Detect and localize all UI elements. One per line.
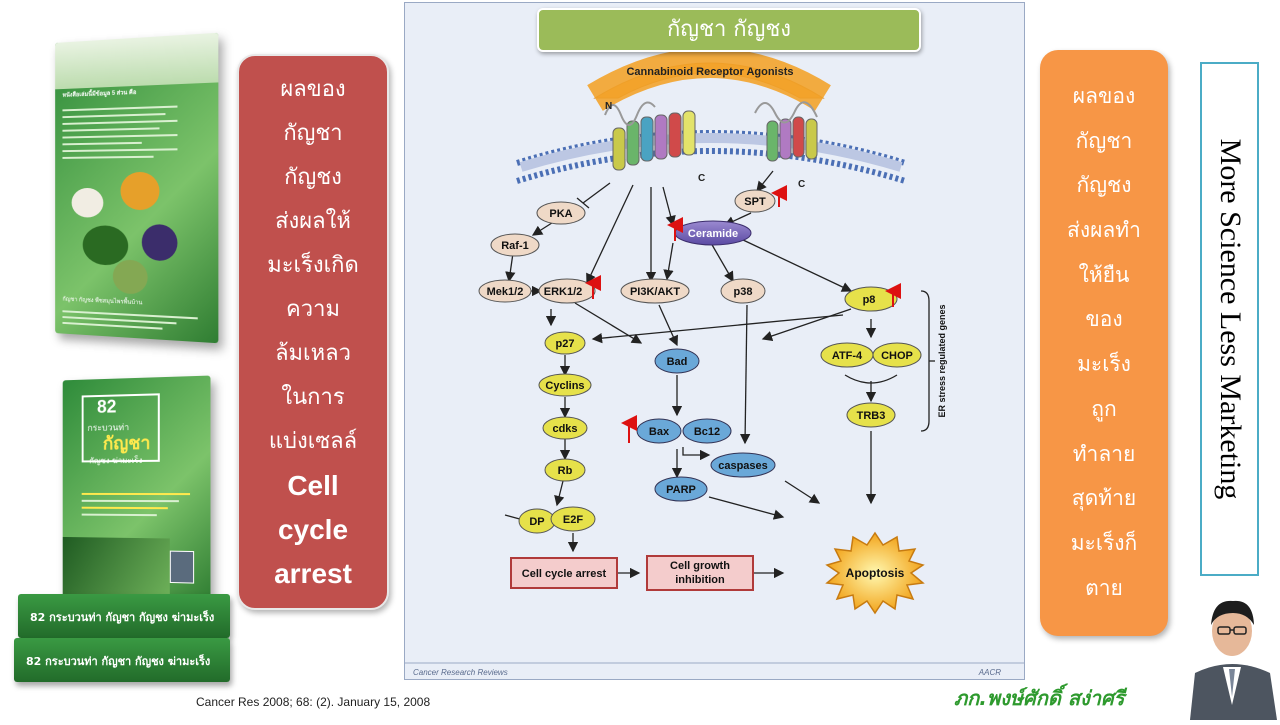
cdks-label: cdks — [552, 423, 577, 435]
right-panel-line: ทำลาย — [1040, 432, 1168, 477]
pathway-svg: Cannabinoid Receptor Agonists N C — [405, 3, 1024, 679]
dp-label: DP — [529, 516, 544, 528]
er-stress-label: ER stress regulated genes — [937, 304, 947, 417]
agonists-arch: Cannabinoid Receptor Agonists — [595, 63, 823, 98]
raf1-label: Raf-1 — [501, 240, 529, 252]
pka-label: PKA — [549, 208, 572, 220]
right-panel-line: ให้ยืน — [1040, 253, 1168, 298]
rb-label: Rb — [558, 465, 573, 477]
pathway-diagram: Cannabinoid Receptor Agonists N C — [404, 2, 1025, 680]
cell-membrane — [517, 133, 905, 181]
right-panel-line: กัญชา — [1040, 119, 1168, 164]
p27-label: p27 — [556, 338, 575, 350]
receptor-cb2 — [755, 102, 817, 161]
atf4-label: ATF-4 — [832, 350, 863, 362]
right-panel-line: สุดท้าย — [1040, 476, 1168, 521]
left-panel-line: แบ่งเซลล์ — [269, 420, 357, 464]
left-panel-en-line: arrest — [274, 552, 352, 596]
cell-growth-label-1: Cell growth — [670, 560, 730, 572]
book-title: กัญชา — [103, 428, 151, 458]
book-stack: 82 กระบวนท่า กัญชา กัญชง ฆ่ามะเร็ง 82 กร… — [14, 372, 236, 692]
bad-label: Bad — [667, 356, 688, 368]
right-panel-line: มะเร็ง — [1040, 342, 1168, 387]
left-panel-line: ล้มเหลว — [275, 332, 351, 376]
parp-label: PARP — [666, 484, 696, 496]
receptor-cb1 — [605, 103, 695, 171]
p38-label: p38 — [734, 286, 753, 298]
chop-label: CHOP — [881, 350, 913, 362]
book-cover-top-body-lines — [62, 306, 197, 335]
herb-photo — [113, 259, 148, 294]
berries-photo — [142, 224, 178, 261]
author-thumbnail — [170, 551, 194, 584]
left-panel-line: กัญชา — [283, 112, 342, 156]
author-name: ภก.พงษ์ศักดิ์ สง่าศรี — [954, 682, 1124, 714]
caspases-label: caspases — [718, 460, 768, 472]
book-spine-2-label: 82 กระบวนท่า กัญชา กัญชง ฆ่ามะเร็ง — [26, 652, 210, 670]
right-panel-line: ส่งผลทำ — [1040, 208, 1168, 253]
ceramide-label: Ceramide — [688, 228, 738, 240]
er-stress-bracket: ER stress regulated genes — [921, 291, 947, 431]
right-panel-line: มะเร็งก็ — [1040, 521, 1168, 566]
cell-growth-label-2: inhibition — [675, 574, 725, 586]
book-cover-top-face: หนังสือเล่มนี้มีข้อมูล 5 ส่วน คือ กัญชา … — [55, 33, 218, 344]
left-panel-en-line: Cell — [287, 464, 338, 508]
diagram-footer-right: AACR — [978, 668, 1001, 677]
erk-label: ERK1/2 — [544, 286, 583, 298]
slogan-box: More Science Less Marketing — [1200, 62, 1259, 576]
c-terminal-label-2: C — [798, 179, 805, 190]
bc12-label: Bc12 — [694, 426, 720, 438]
left-panel-line: ผลของ — [280, 68, 345, 112]
slide-title: กัญชา กัญชง — [537, 8, 921, 52]
c-terminal-label-1: C — [698, 173, 705, 184]
p8-label: p8 — [863, 294, 876, 306]
book-spine-1-label: 82 กระบวนท่า กัญชา กัญชง ฆ่ามะเร็ง — [30, 608, 214, 626]
mushroom-photo — [72, 188, 104, 218]
book-cover-bottom-face: 82 กระบวนท่า กัญชา กัญชง ฆ่ามะเร็ง — [63, 376, 211, 603]
right-panel-line: ตาย — [1040, 566, 1168, 611]
author-photo — [1185, 585, 1280, 720]
book-leaf-art — [63, 537, 170, 601]
left-effect-panel: ผลของ กัญชา กัญชง ส่งผลให้ มะเร็งเกิด คว… — [237, 54, 389, 610]
left-panel-line: ในการ — [281, 376, 344, 420]
left-panel-line: ความ — [286, 288, 340, 332]
left-panel-line: กัญชง — [284, 156, 342, 200]
book-cover-top: หนังสือเล่มนี้มีข้อมูล 5 ส่วน คือ กัญชา … — [28, 22, 226, 352]
book-spine-2: 82 กระบวนท่า กัญชา กัญชง ฆ่ามะเร็ง — [14, 638, 230, 682]
book-cover-top-band — [55, 33, 218, 90]
left-panel-line: มะเร็งเกิด — [267, 244, 359, 288]
right-panel-line: ถูก — [1040, 387, 1168, 432]
book-number: 82 — [97, 397, 116, 418]
right-panel-line: ผลของ — [1040, 74, 1168, 119]
right-panel-line: กัญชง — [1040, 163, 1168, 208]
diagram-footer-left: Cancer Research Reviews — [413, 668, 508, 677]
n-terminal-label: N — [605, 101, 612, 112]
spt-label: SPT — [744, 196, 766, 208]
e2f-label: E2F — [563, 514, 583, 526]
cyclins-label: Cyclins — [545, 380, 584, 392]
book-spine-1: 82 กระบวนท่า กัญชา กัญชง ฆ่ามะเร็ง — [18, 594, 230, 638]
book-cover-top-heading: หนังสือเล่มนี้มีข้อมูล 5 ส่วน คือ — [62, 90, 136, 100]
bax-label: Bax — [649, 426, 670, 438]
trb3-label: TRB3 — [857, 410, 886, 422]
book-cover-bottom-lines — [82, 488, 190, 522]
right-effect-panel: ผลของ กัญชา กัญชง ส่งผลทำ ให้ยืน ของ มะเ… — [1040, 50, 1168, 636]
turmeric-photo — [120, 172, 159, 210]
cell-cycle-arrest-label: Cell cycle arrest — [522, 568, 607, 580]
citation-text: Cancer Res 2008; 68: (2). January 15, 20… — [196, 695, 430, 709]
book-tagline: กัญชง ฆ่ามะเร็ง — [89, 454, 142, 467]
pi3k-label: PI3K/AKT — [630, 286, 680, 298]
agonists-label: Cannabinoid Receptor Agonists — [626, 66, 793, 78]
apoptosis-label: Apoptosis — [846, 566, 905, 580]
left-panel-en-line: cycle — [278, 508, 348, 552]
slogan-text: More Science Less Marketing — [1213, 139, 1247, 500]
mek-label: Mek1/2 — [487, 286, 524, 298]
left-panel-line: ส่งผลให้ — [275, 200, 351, 244]
right-panel-line: ของ — [1040, 297, 1168, 342]
leaf-photo — [83, 225, 128, 266]
book-cover-top-lines — [62, 100, 177, 163]
